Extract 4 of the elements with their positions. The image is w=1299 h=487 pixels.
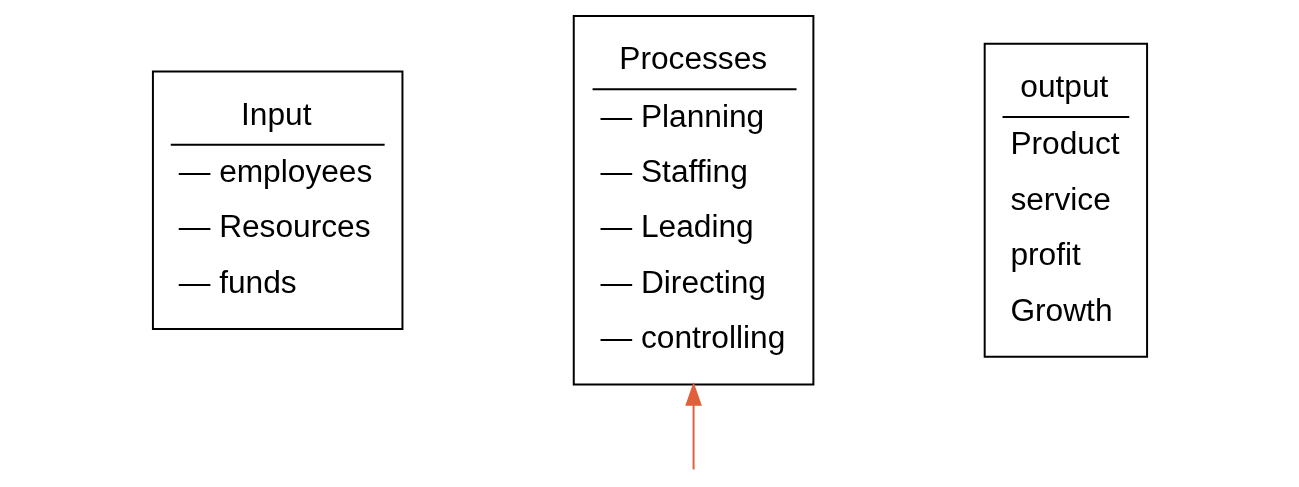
arrow	[684, 381, 702, 471]
node-box: Input — employees — Resources — funds	[151, 70, 403, 330]
node-box: Processes — Planning — Staffing — Leading — Directing — controlling	[572, 15, 814, 386]
node-box: output Product service profit Growth	[983, 42, 1148, 358]
